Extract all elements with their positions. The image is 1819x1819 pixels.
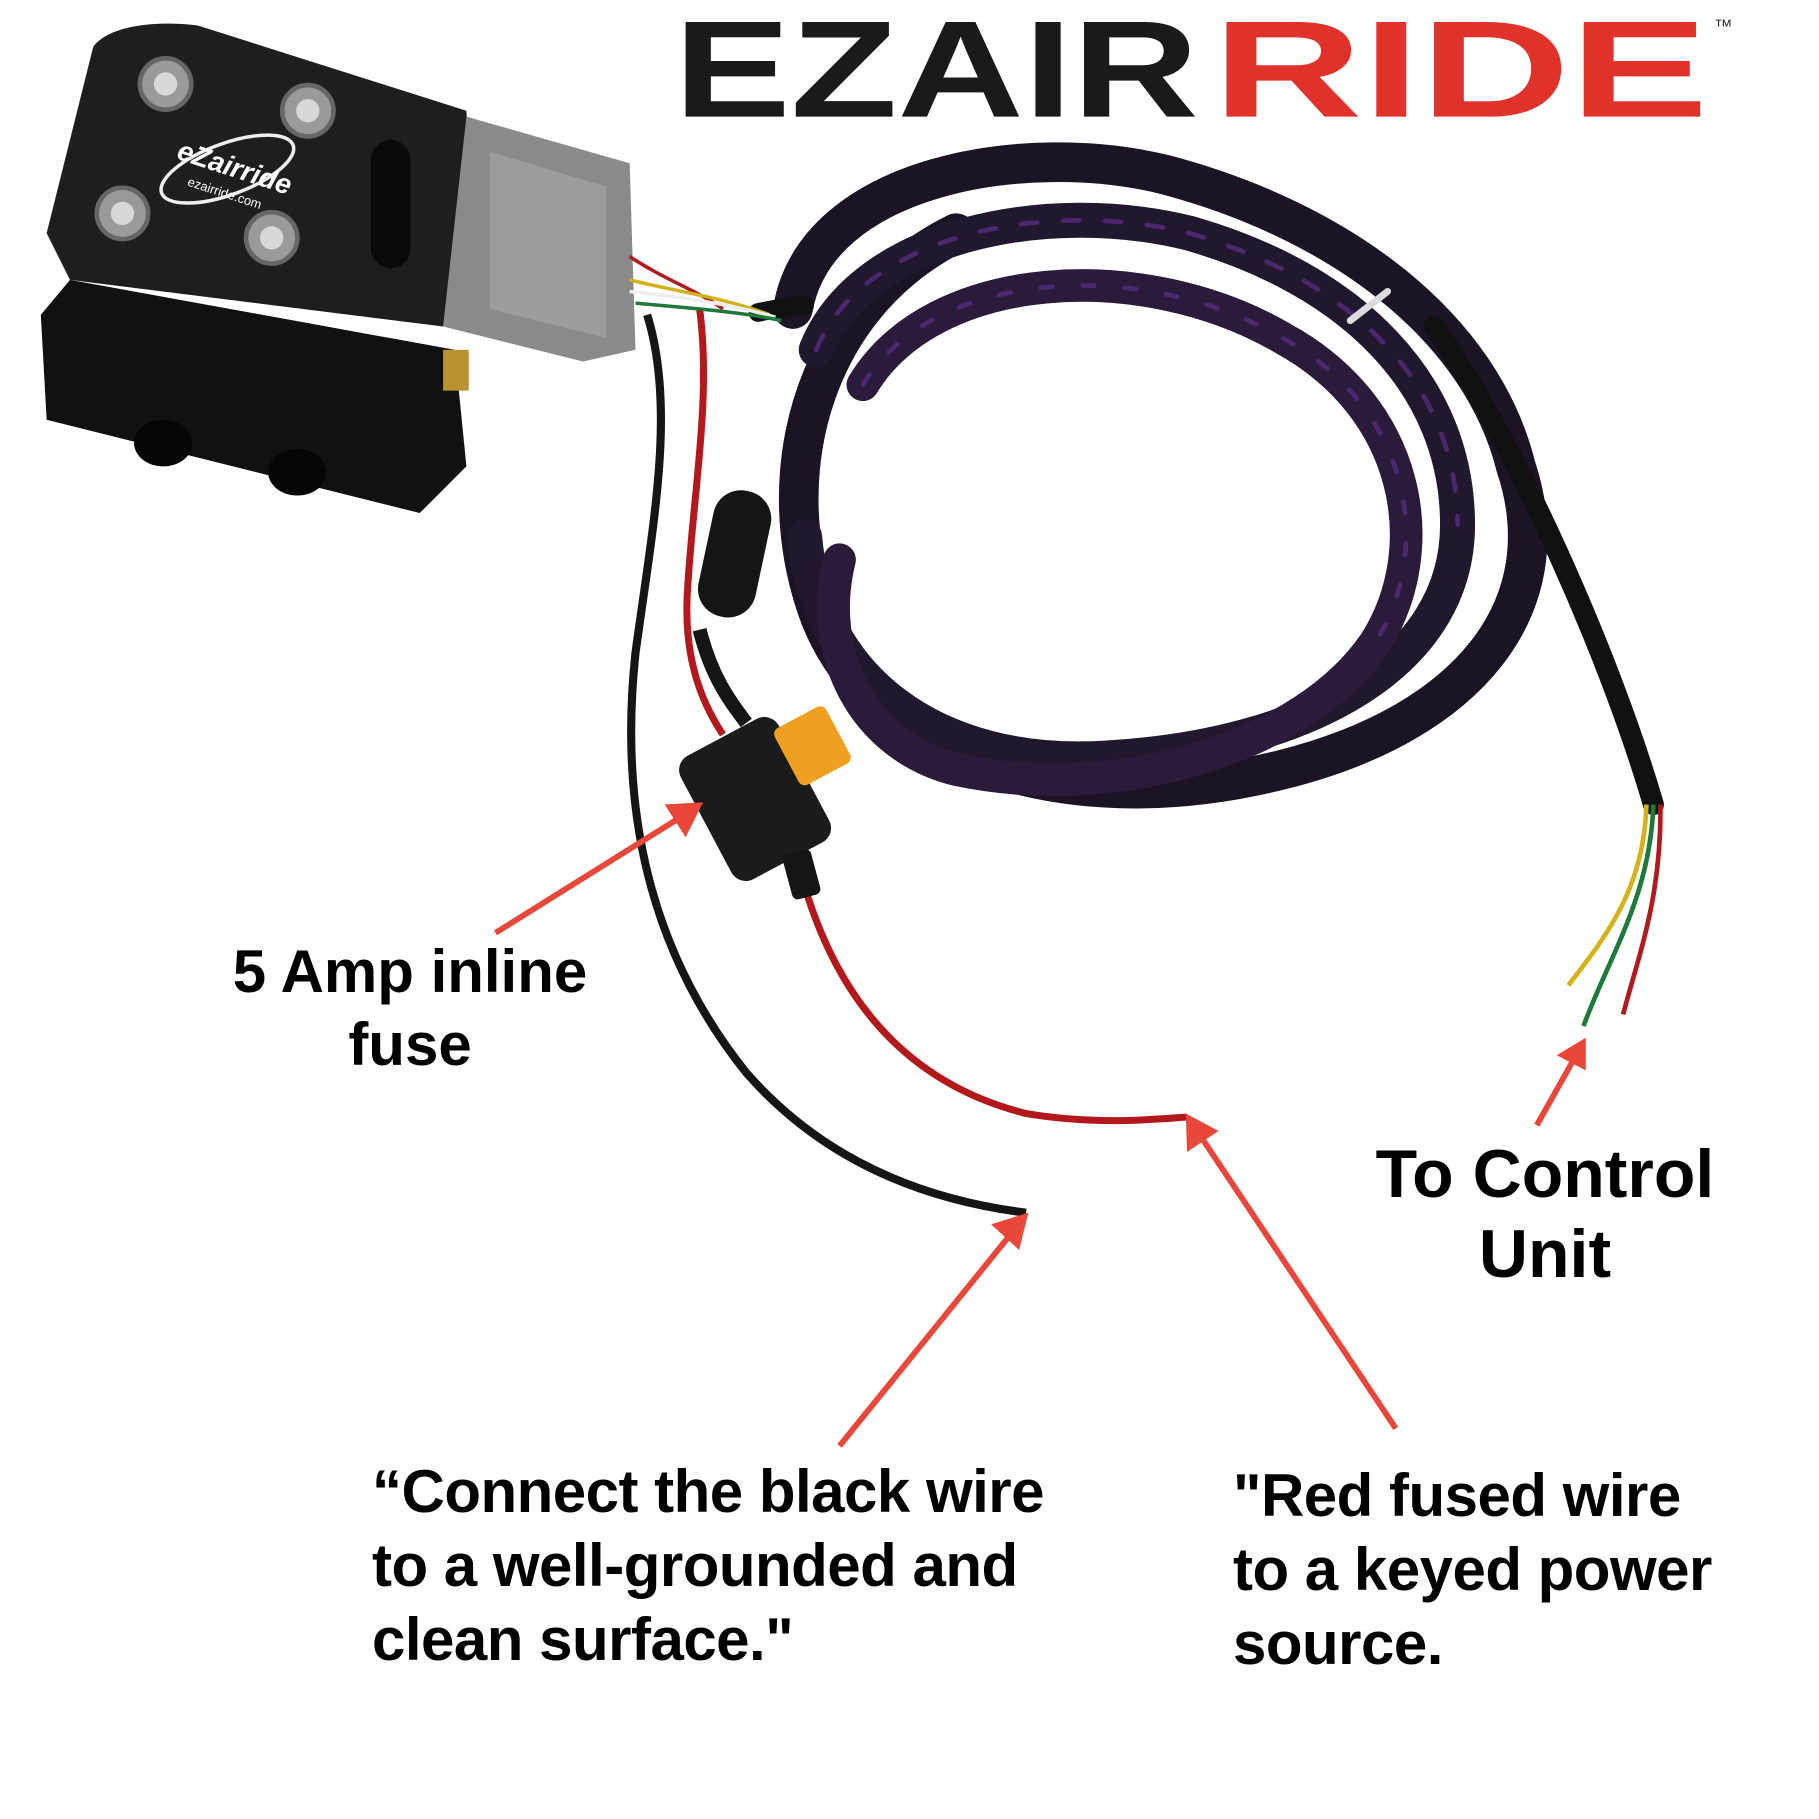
fuse-icon	[774, 706, 851, 786]
black-wire-arrow	[837, 1212, 1029, 1448]
control-unit-annotation-line: Unit	[1478, 1216, 1612, 1292]
black-wire-annotation: “Connect the black wire to a well-ground…	[372, 1458, 1045, 1673]
black-wire-annotation-line: clean surface."	[372, 1606, 794, 1673]
black-wire-annotation-line: “Connect the black wire	[372, 1458, 1045, 1525]
fuse-annotation: 5 Amp inline fuse	[200, 942, 620, 1075]
fuse-arrow	[494, 802, 704, 936]
fuse-annotation-line: 5 Amp inline	[232, 938, 588, 1005]
annotation-arrows	[494, 802, 1586, 1448]
braided-cable-coil	[748, 142, 1664, 816]
fuse-annotation-line: fuse	[348, 1011, 472, 1078]
logo-trademark: ™	[1714, 16, 1733, 37]
inline-fuse-holder	[679, 490, 851, 900]
ezairride-logo: EZAIR RIDE ™	[674, 0, 1733, 147]
red-power-wire	[683, 308, 1188, 1125]
black-ground-wire	[627, 313, 1027, 1217]
red-wire-annotation-line: "Red fused wire	[1233, 1462, 1681, 1529]
logo-text-dark: EZAIR	[674, 0, 1199, 147]
red-wire-annotation-line: source.	[1233, 1610, 1443, 1677]
control-unit-arrow	[1534, 1037, 1586, 1127]
black-wire-annotation-line: to a well-grounded and	[372, 1532, 1018, 1599]
logo-text-red: RIDE	[1213, 0, 1709, 147]
red-wire-annotation-line: to a keyed power	[1233, 1536, 1712, 1603]
valve-manifold-device: eZairride ezairride.com	[40, 23, 782, 514]
control-unit-wire-ends	[1566, 804, 1663, 1027]
red-wire-arrow	[1185, 1113, 1399, 1431]
red-wire-annotation: "Red fused wire to a keyed power source.	[1233, 1466, 1712, 1674]
control-unit-annotation-line: To Control	[1375, 1136, 1715, 1212]
control-unit-annotation: To Control Unit	[1330, 1140, 1760, 1288]
